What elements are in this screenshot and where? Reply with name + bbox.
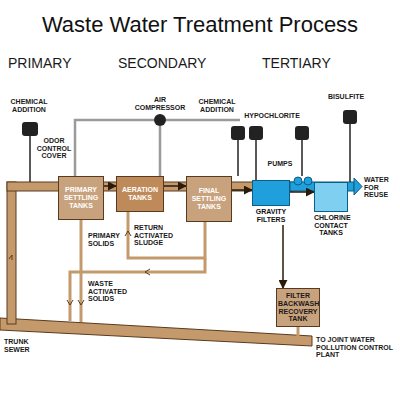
- riser-pipe: [7, 182, 16, 324]
- flow-arrow: [232, 189, 252, 191]
- section-heading: SECONDARY: [118, 56, 218, 71]
- air-lines: [75, 120, 240, 176]
- chemical-tanks: [22, 110, 357, 140]
- callout-label: PRIMARY SOLIDS: [88, 232, 124, 247]
- callout-label: TO JOINT WATER POLLUTION CONTROL PLANT: [316, 336, 396, 359]
- tank-unit: GRAVITY FILTERS: [252, 180, 290, 225]
- tank-label: AERATION TANKS: [118, 186, 162, 201]
- flow-arrow: [290, 191, 314, 193]
- tank-box: AERATION TANKS: [116, 176, 164, 212]
- pump-symbol: [304, 177, 312, 185]
- tank-box: FILTER BACKWASH RECOVERY TANK: [276, 288, 320, 327]
- callout-label: CHEMICAL ADDITION: [4, 98, 54, 113]
- title: Waste Water Treatment Process: [0, 12, 400, 38]
- callout-label: CHEMICAL ADDITION: [194, 98, 240, 113]
- pump-symbol: [294, 177, 302, 185]
- outlet-arrow: [354, 178, 362, 195]
- sludge-arrows: [9, 231, 150, 305]
- callout-label: ODOR CONTROL COVER: [36, 137, 72, 160]
- section-heading: PRIMARY: [8, 56, 88, 71]
- callout-label: RETURN ACTIVATED SLUDGE: [134, 224, 186, 247]
- air-compressor-symbol: [154, 114, 166, 126]
- flow-arrow: [164, 185, 186, 187]
- tank-label: GRAVITY FILTERS: [252, 208, 290, 223]
- callout-label: PUMPS: [266, 160, 294, 168]
- tank-shape: [314, 182, 348, 212]
- tank-label: CHLORINE CONTACT TANKS: [314, 214, 348, 237]
- callout-label: BISULFITE: [322, 93, 370, 101]
- tank-unit: CHLORINE CONTACT TANKS: [314, 182, 348, 239]
- tank-box: PRIMARY SETTLING TANKS: [58, 176, 104, 220]
- tank-label: FINAL SETTLING TANKS: [188, 187, 230, 210]
- tank-label: PRIMARY SETTLING TANKS: [60, 186, 102, 209]
- tank-shape: [252, 180, 290, 206]
- tank-box: FINAL SETTLING TANKS: [186, 176, 232, 222]
- sludge-lines: [70, 212, 298, 338]
- trunk-sewer-pipe: [0, 318, 312, 346]
- callout-label: AIR COMPRESSOR: [133, 96, 187, 111]
- tank-label: FILTER BACKWASH RECOVERY TANK: [278, 292, 318, 323]
- section-heading: TERTIARY: [262, 56, 362, 71]
- callout-label: WASTE ACTIVATED SOLIDS: [88, 280, 140, 303]
- callout-label: HYPOCHLORITE: [244, 112, 300, 120]
- callout-label: TRUNK SEWER: [4, 338, 44, 353]
- feed-lines: [30, 124, 350, 182]
- flow-arrow: [104, 185, 116, 187]
- flow-arrow: [282, 225, 284, 288]
- callout-label: WATER FOR REUSE: [364, 176, 398, 199]
